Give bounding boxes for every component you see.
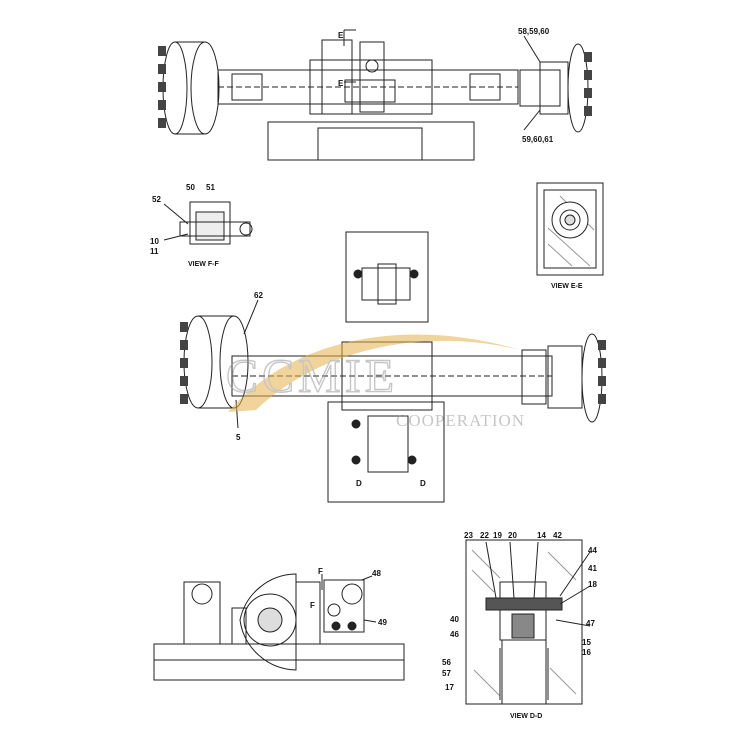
side-view xyxy=(153,573,405,681)
view-ff-drawing xyxy=(163,201,253,245)
side-base xyxy=(153,643,405,681)
section-mark-e-bottom: E xyxy=(338,79,344,88)
main-left-wheel xyxy=(183,315,213,409)
callout-49: 49 xyxy=(378,618,387,627)
callout-17: 17 xyxy=(445,683,454,692)
callout-62: 62 xyxy=(254,291,263,300)
watermark-swoosh xyxy=(228,334,520,412)
callout-41: 41 xyxy=(588,564,597,573)
callout-20: 20 xyxy=(508,531,517,540)
left-wheel-rim xyxy=(162,41,188,135)
callout-51: 51 xyxy=(206,183,215,192)
callout-22: 22 xyxy=(480,531,489,540)
view-ee-drawing xyxy=(536,182,604,276)
callout-15: 15 xyxy=(582,638,591,647)
callout-59-60-61: 59,60,61 xyxy=(522,135,554,144)
callout-57: 57 xyxy=(442,669,451,678)
callout-18: 18 xyxy=(588,580,597,589)
section-mark-d-left: D xyxy=(356,479,362,488)
callout-11: 11 xyxy=(150,247,159,256)
view-dd-drawing xyxy=(465,539,591,705)
callout-23: 23 xyxy=(464,531,473,540)
callout-5: 5 xyxy=(236,433,241,442)
callout-48: 48 xyxy=(372,569,381,578)
section-mark-d-right: D xyxy=(420,479,426,488)
callout-40: 40 xyxy=(450,615,459,624)
callout-19: 19 xyxy=(493,531,502,540)
watermark-subtitle: COOPERATION xyxy=(396,411,525,430)
view-ee-title: VIEW E-E xyxy=(551,283,583,290)
callout-16: 16 xyxy=(582,648,591,657)
watermark-brand: CCMIE xyxy=(226,350,398,403)
watermark: CCMIE COOPERATION xyxy=(225,334,525,430)
top-view xyxy=(158,29,592,161)
callout-10: 10 xyxy=(150,237,159,246)
callout-46: 46 xyxy=(450,630,459,639)
callout-42: 42 xyxy=(553,531,562,540)
lower-frame xyxy=(327,401,445,503)
section-mark-f-bottom: F xyxy=(310,601,315,610)
callout-58-59-60: 58,59,60 xyxy=(518,27,550,36)
callout-52: 52 xyxy=(152,195,161,204)
view-dd-title: VIEW D-D xyxy=(510,713,542,720)
callout-47: 47 xyxy=(586,619,595,628)
upper-frame xyxy=(345,231,429,323)
callout-14: 14 xyxy=(537,531,546,540)
callout-50: 50 xyxy=(186,183,195,192)
view-ff-title: VIEW F-F xyxy=(188,261,219,268)
left-wheel-rim-inner xyxy=(190,41,220,135)
section-mark-f-top: F xyxy=(318,567,323,576)
right-wheel-bolts xyxy=(584,52,592,116)
section-mark-e-top: E xyxy=(338,31,344,40)
callout-56: 56 xyxy=(442,658,451,667)
callout-44: 44 xyxy=(588,546,597,555)
left-wheel-bolts xyxy=(158,46,166,128)
